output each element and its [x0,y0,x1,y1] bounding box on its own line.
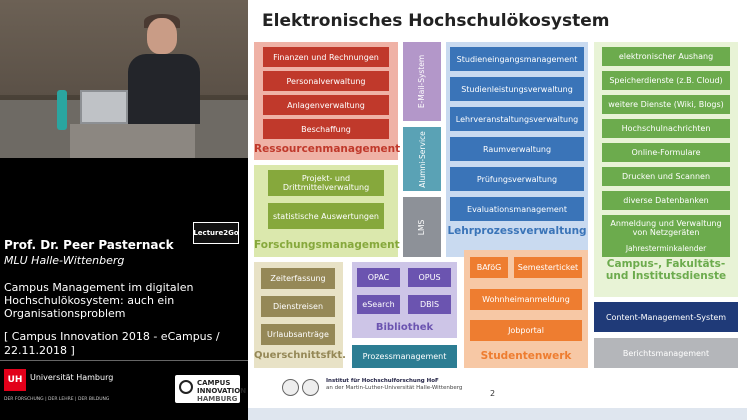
item-personal: Personalverwaltung [263,71,389,91]
label-campusdienste: Campus-, Fakultäts- und Institutsdienste [605,258,727,282]
item-drucken: Drucken und Scannen [602,167,730,186]
item-wohnheim: Wohnheimanmeldung [470,289,582,310]
hof-logo: Institut für Hochschulforschung HoF an d… [282,378,482,398]
item-raumverwaltung: Raumverwaltung [450,137,584,161]
item-opac: OPAC [357,268,400,287]
group-bibliothek: OPAC OPUS eSearch DBIS Bibliothek [352,262,457,338]
item-datenbanken: diverse Datenbanken [602,191,730,210]
ci-line1: CAMPUS [197,379,231,387]
item-nachrichten: Hochschulnachrichten [602,119,730,138]
page-number: 2 [490,389,496,398]
speaker-panel: Lecture2Go Prof. Dr. Peer Pasternack MLU… [0,0,248,420]
uhh-logo-mark: UH [4,369,26,391]
item-alumni-service: Alumni-Service [403,127,441,191]
item-email-system: E-Mail-System [403,42,441,121]
speaker-affiliation: MLU Halle-Wittenberg [4,254,125,267]
slide-footer-bar [248,408,747,420]
university-seal-icon [282,379,299,396]
uhh-logo-name: Universität Hamburg [30,373,114,382]
item-anlagen: Anlagenverwaltung [263,95,389,115]
speaker-name: Prof. Dr. Peer Pasternack [4,238,174,252]
label-ressourcenmanagement: Ressourcenmanagement [254,143,401,155]
group-ressourcenmanagement: Finanzen und Rechnungen Personalverwaltu… [254,42,401,160]
label-studentenwerk: Studentenwerk [480,350,572,362]
uhh-logo: UH Universität Hamburg DER FORSCHUNG | D… [4,367,113,409]
label-lehrprozessverwaltung: Lehrprozessverwaltung [447,225,587,237]
speaker-face [147,18,177,54]
item-studieneingang: Studieneingangsmanagement [450,47,584,71]
item-bafoeg: BAföG [470,257,508,278]
item-studienleistung: Studienleistungsverwaltung [450,77,584,101]
speaker-body [128,54,200,124]
group-querschnittsfunktionen: Zeiterfassung Dienstreisen Urlaubsanträg… [254,262,346,368]
group-lehrprozessverwaltung: Studieneingangsmanagement Studienleistun… [446,42,588,257]
presentation-slide: Elektronisches Hochschulökosystem Finanz… [248,0,747,420]
talk-title: Campus Management im digitalen Hochschul… [4,281,194,320]
item-jahreskalender: Jahresterminkalender [602,240,730,257]
item-finanzen: Finanzen und Rechnungen [263,47,389,67]
item-speicher: Speicherdienste (z.B. Cloud) [602,71,730,90]
group-campusdienste: elektronischer Aushang Speicherdienste (… [594,42,738,297]
item-jobportal: Jobportal [470,320,582,341]
item-netzgeraete: Anmeldung und Verwaltung von Netzgeräten [602,215,730,240]
label-forschungsmanagement: Forschungsmanagement [254,239,400,251]
campus-innovation-icon [179,380,193,394]
item-formulare: Online-Formulare [602,143,730,162]
slide-title: Elektronisches Hochschulökosystem [262,11,610,31]
lectern [70,124,195,158]
campus-innovation-logo: CAMPUS INNOVATION HAMBURG [175,375,247,403]
group-studentenwerk: BAföG Semesterticket Wohnheimanmeldung J… [464,250,588,368]
item-lms: LMS [403,197,441,257]
divider [0,360,248,361]
laptop [80,90,128,124]
speaker-video [0,0,248,158]
item-evaluation: Evaluationsmanagement [450,197,584,221]
item-urlaub: Urlaubsanträge [261,324,335,345]
item-esearch: eSearch [357,295,400,314]
item-berichtsmanagement: Berichtsmanagement [594,338,738,368]
uhh-logo-tagline: DER FORSCHUNG | DER LEHRE | DER BILDUNG [4,397,110,402]
item-prozessmanagement: Prozessmanagement [352,345,457,368]
item-content-management: Content-Management-System [594,302,738,332]
item-aushang: elektronischer Aushang [602,47,730,66]
item-opus: OPUS [408,268,451,287]
item-dienstreisen: Dienstreisen [261,296,335,317]
label-bibliothek: Bibliothek [375,322,434,333]
group-forschungsmanagement: Projekt- und Drittmittelverwaltung stati… [254,165,400,257]
item-dbis: DBIS [408,295,451,314]
water-bottle [57,90,67,130]
item-beschaffung: Beschaffung [263,119,389,139]
label-querschnittsfunktionen: Querschnittsfkt. [254,350,346,361]
ci-line2: INNOVATION [197,387,247,395]
item-statistik: statistische Auswertungen [268,203,384,229]
item-lehrveranstaltung: Lehrveranstaltungsverwaltung [450,107,584,131]
item-drittmittel: Projekt- und Drittmittelverwaltung [268,170,384,196]
hof-title: Institut für Hochschulforschung HoF [326,378,439,384]
ci-line3: HAMBURG [197,395,238,403]
item-zeiterfassung: Zeiterfassung [261,268,335,289]
lecture2go-logo: Lecture2Go [193,222,239,244]
hof-seal-icon [302,379,319,396]
item-semesterticket: Semesterticket [514,257,582,278]
item-pruefung: Prüfungsverwaltung [450,167,584,191]
item-weitere-dienste: weitere Dienste (Wiki, Blogs) [602,95,730,114]
hof-subtitle: an der Martin-Luther-Universität Halle-W… [326,385,463,391]
event-info: [ Campus Innovation 2018 - eCampus / 22.… [4,330,220,357]
